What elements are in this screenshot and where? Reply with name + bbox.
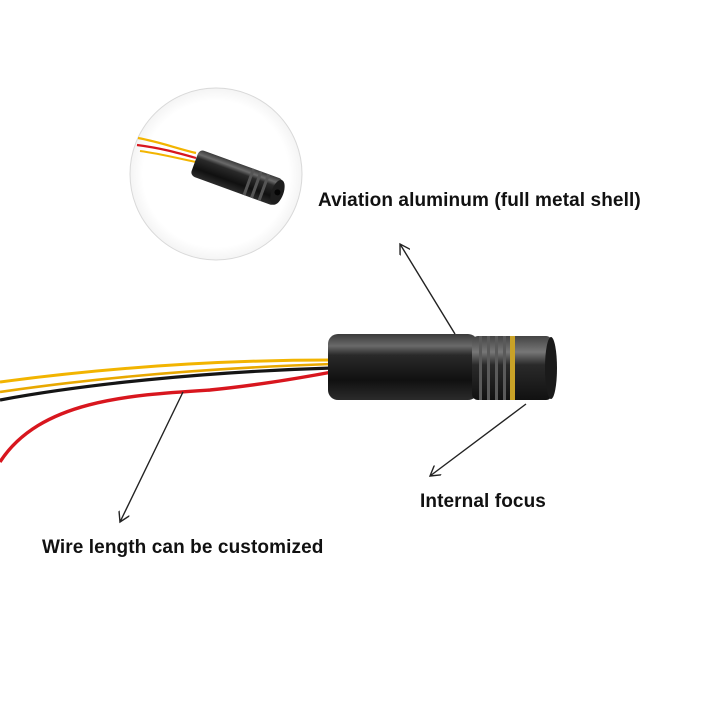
label-aluminum: Aviation aluminum (full metal shell) — [318, 190, 641, 211]
arrow-aluminum — [400, 244, 456, 335]
label-wire-length: Wire length can be customized — [42, 537, 324, 558]
inset-module-icon — [191, 150, 285, 205]
wire-bundle — [0, 358, 333, 463]
callout-arrows — [120, 244, 527, 522]
arrow-wire — [120, 391, 184, 522]
wire-yellow-top — [0, 358, 333, 384]
arrow-focus — [430, 403, 527, 476]
wire-black — [0, 366, 333, 402]
laser-module — [328, 334, 557, 400]
wire-yellow-bottom — [0, 362, 333, 394]
inset-wires — [136, 136, 197, 163]
inset-thumbnail — [129, 87, 303, 261]
module-grooves — [479, 336, 506, 400]
module-body — [328, 334, 478, 400]
label-internal-focus: Internal focus — [420, 491, 546, 512]
wire-red — [0, 370, 333, 463]
gold-ring — [510, 336, 515, 400]
module-lens-face — [545, 337, 557, 399]
